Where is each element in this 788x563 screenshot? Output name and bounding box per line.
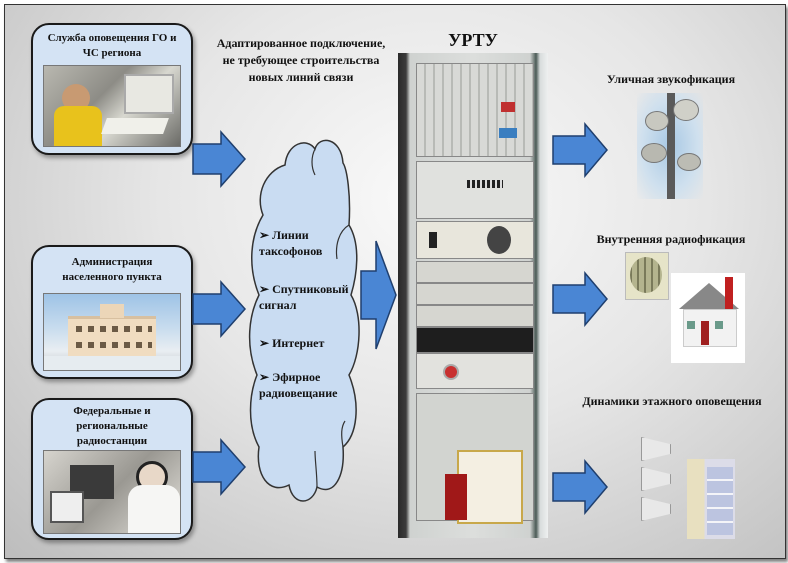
arrow-right-icon [191,130,247,188]
rack-panel [416,393,534,524]
bullet-arrow-icon: ➢ [259,336,273,350]
rack-panel [416,63,534,157]
slide: Служба оповещения ГО и ЧС региона Админи… [4,4,786,559]
rack-panel [416,221,534,259]
street-loudspeakers-photo [637,93,703,199]
source-title: Служба оповещения ГО и ЧС региона [47,32,177,59]
channel-item: ➢ Спутниковый сигнал [259,282,349,312]
cloud-shape [245,135,365,516]
rack-panel [416,305,534,327]
bullet-arrow-icon: ➢ [259,282,273,296]
rack-panel [416,161,534,219]
rack-panel [416,283,534,305]
administration-building-photo [43,293,181,371]
source-title: Федеральные и региональные радиостанции [73,405,151,447]
source-box-civil-defense: Служба оповещения ГО и ЧС региона [31,23,193,155]
urtu-rack-photo [398,53,548,538]
arrow-right-icon [551,459,609,515]
arrow-right-icon [551,122,609,178]
radio-studio-photo [43,450,181,534]
output-title: Уличная звукофикация [606,72,736,86]
channels-list: ➢ Линии таксофонов ➢ Спутниковый сигнал … [259,227,359,401]
bullet-arrow-icon: ➢ [259,228,273,242]
source-box-administration: Администрация населенного пункта [31,245,193,379]
floor-loudspeakers-photo [641,429,751,539]
source-box-radio-stations: Федеральные и региональные радиостанции [31,398,193,540]
rack-panel [416,261,534,283]
connection-caption: Адаптированное подключение, не требующее… [216,36,386,84]
channel-item: ➢ Интернет [259,336,325,350]
output-title: Внутренняя радиофикация [596,232,746,246]
indoor-speaker-photo [625,252,669,300]
arrow-right-icon [191,438,247,496]
output-title: Динамики этажного оповещения [582,394,762,408]
arrow-right-icon [191,280,247,338]
house-photo [671,273,745,363]
operator-photo [43,65,181,147]
source-title: Администрация населенного пункта [62,256,162,283]
rack-panel [416,353,534,389]
channel-item: ➢ Эфирное радиовещание [259,370,338,400]
channel-item: ➢ Линии таксофонов [259,228,323,258]
center-title: УРТУ [448,30,498,50]
bullet-arrow-icon: ➢ [259,370,273,384]
rack-panel [416,327,534,353]
arrow-right-icon [551,271,609,327]
arrow-right-icon [360,239,398,351]
